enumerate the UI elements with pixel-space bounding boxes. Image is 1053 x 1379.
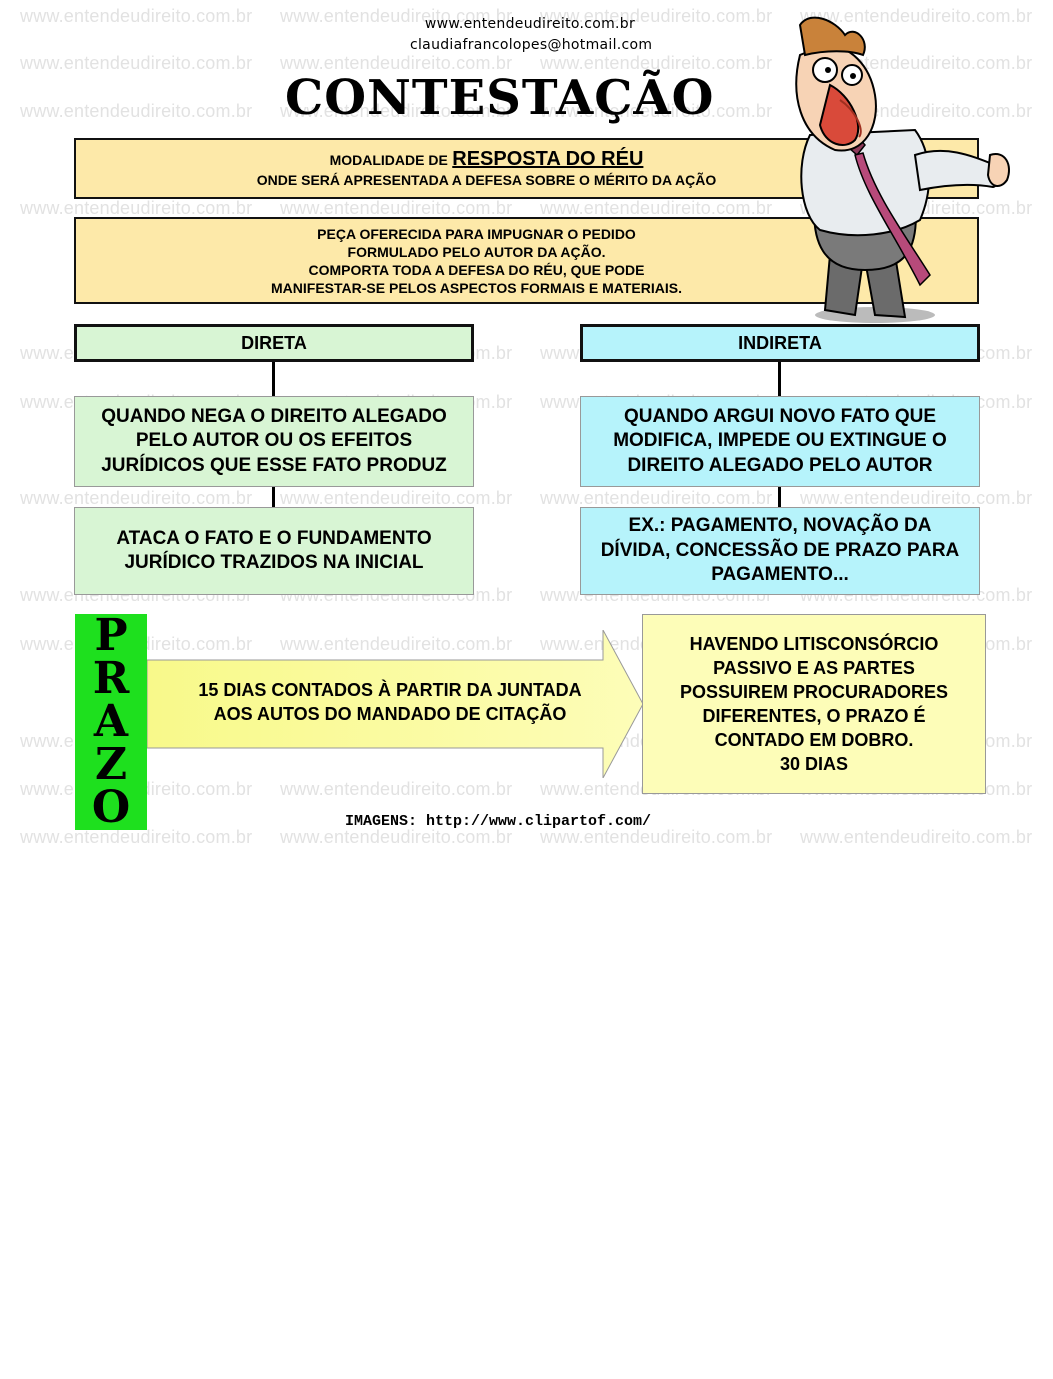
prazo-arrow-line: 15 DIAS CONTADOS À PARTIR DA JUNTADA <box>198 680 582 700</box>
watermark-text: www.entendeudireito.com.br <box>280 827 513 847</box>
prazo-letter: R <box>92 653 130 704</box>
prazo-letter: O <box>91 782 131 833</box>
indireta-box-2-line: DÍVIDA, CONCESSÃO DE PRAZO PARA <box>600 539 960 561</box>
header-site: www.entendeudireito.com.br <box>424 16 636 32</box>
watermark-text: www.entendeudireito.com.br <box>20 488 253 508</box>
litisconsorcio-line: DIFERENTES, O PRAZO É <box>702 706 926 726</box>
page-title: CONTESTAÇÃO <box>285 70 715 126</box>
watermark-text: www.entendeudireito.com.br <box>540 198 773 218</box>
litisconsorcio-box: HAVENDO LITISCONSÓRCIO PASSIVO E AS PART… <box>642 614 986 794</box>
connector-line <box>272 362 275 396</box>
description-line: FORMULADO PELO AUTOR DA AÇÃO. <box>347 243 606 260</box>
indireta-box-1-line: DIREITO ALEGADO PELO AUTOR <box>627 454 933 476</box>
prazo-letter: A <box>93 696 129 747</box>
watermark-text: www.entendeudireito.com.br <box>20 198 253 218</box>
watermark-row: www.entendeudireito.com.br www.entendeud… <box>0 827 1053 857</box>
watermark-text: www.entendeudireito.com.br <box>280 198 513 218</box>
direta-box-2-line: ATACA O FATO E O FUNDAMENTO <box>116 527 432 549</box>
image-credit: IMAGENS: http://www.clipartof.com/ <box>345 813 652 830</box>
definition-emphasis: RESPOSTA DO RÉU <box>452 148 644 170</box>
header-email: claudiafrancolopes@hotmail.com <box>410 37 653 53</box>
description-line: PEÇA OFERECIDA PARA IMPUGNAR O PEDIDO <box>317 225 636 242</box>
description-line: COMPORTA TODA A DEFESA DO RÉU, QUE PODE <box>308 261 645 278</box>
watermark-text: www.entendeudireito.com.br <box>800 827 1033 847</box>
indireta-box-1-line: QUANDO ARGUI NOVO FATO QUE <box>623 405 937 427</box>
watermark-text: www.entendeudireito.com.br <box>20 53 253 73</box>
prazo-letter: P <box>94 610 128 661</box>
direta-box-1-line: QUANDO NEGA O DIREITO ALEGADO <box>101 405 447 427</box>
connector-line <box>778 487 781 507</box>
litisconsorcio-line: HAVENDO LITISCONSÓRCIO <box>689 634 939 654</box>
prazo-letter: Z <box>94 739 128 790</box>
watermark-text: www.entendeudireito.com.br <box>20 827 253 847</box>
indireta-box-2-line: EX.: PAGAMENTO, NOVAÇÃO DA <box>628 515 932 537</box>
litisconsorcio-line: 30 DIAS <box>779 754 849 774</box>
indireta-header: INDIRETA <box>580 324 980 362</box>
indireta-box-1: QUANDO ARGUI NOVO FATO QUE MODIFICA, IMP… <box>580 396 980 487</box>
prazo-vertical-label: P R A Z O <box>75 614 147 830</box>
indireta-box-2: EX.: PAGAMENTO, NOVAÇÃO DA DÍVIDA, CONCE… <box>580 507 980 595</box>
definition-prefix: MODALIDADE DE <box>329 152 448 168</box>
direta-header: DIRETA <box>74 324 474 362</box>
connector-line <box>778 362 781 396</box>
indireta-box-1-line: MODIFICA, IMPEDE OU EXTINGUE O <box>613 430 947 452</box>
definition-line-2: ONDE SERÁ APRESENTADA A DEFESA SOBRE O M… <box>256 172 717 188</box>
watermark-text: www.entendeudireito.com.br <box>20 101 253 121</box>
watermark-text: www.entendeudireito.com.br <box>280 779 513 799</box>
watermark-text: www.entendeudireito.com.br <box>280 488 513 508</box>
indireta-box-2-line: PAGAMENTO... <box>711 564 849 586</box>
litisconsorcio-line: PASSIVO E AS PARTES <box>713 658 915 678</box>
watermark-text: www.entendeudireito.com.br <box>20 6 253 26</box>
connector-line <box>272 487 275 507</box>
direta-box-1-line: JURÍDICOS QUE ESSE FATO PRODUZ <box>101 454 447 476</box>
watermark-text: www.entendeudireito.com.br <box>540 488 773 508</box>
prazo-arrow-line: AOS AUTOS DO MANDADO DE CITAÇÃO <box>213 704 567 724</box>
shouting-man-illustration <box>795 16 1010 323</box>
litisconsorcio-line: CONTADO EM DOBRO. <box>714 730 914 750</box>
litisconsorcio-line: POSSUIREM PROCURADORES <box>679 682 949 702</box>
direta-box-2-line: JURÍDICO TRAZIDOS NA INICIAL <box>124 552 424 573</box>
direta-box-2: ATACA O FATO E O FUNDAMENTO JURÍDICO TRA… <box>74 507 474 595</box>
definition-line-1: MODALIDADE DE RESPOSTA DO RÉU <box>330 148 644 171</box>
direta-box-1: QUANDO NEGA O DIREITO ALEGADO PELO AUTOR… <box>74 396 474 487</box>
description-line: MANIFESTAR-SE PELOS ASPECTOS FORMAIS E M… <box>271 279 682 296</box>
prazo-arrow-text: 15 DIAS CONTADOS À PARTIR DA JUNTADA AOS… <box>160 678 620 726</box>
prazo-arrow <box>147 630 643 778</box>
direta-box-1-line: PELO AUTOR OU OS EFEITOS <box>135 430 413 452</box>
watermark-text: www.entendeudireito.com.br <box>800 488 1033 508</box>
watermark-text: www.entendeudireito.com.br <box>540 827 773 847</box>
